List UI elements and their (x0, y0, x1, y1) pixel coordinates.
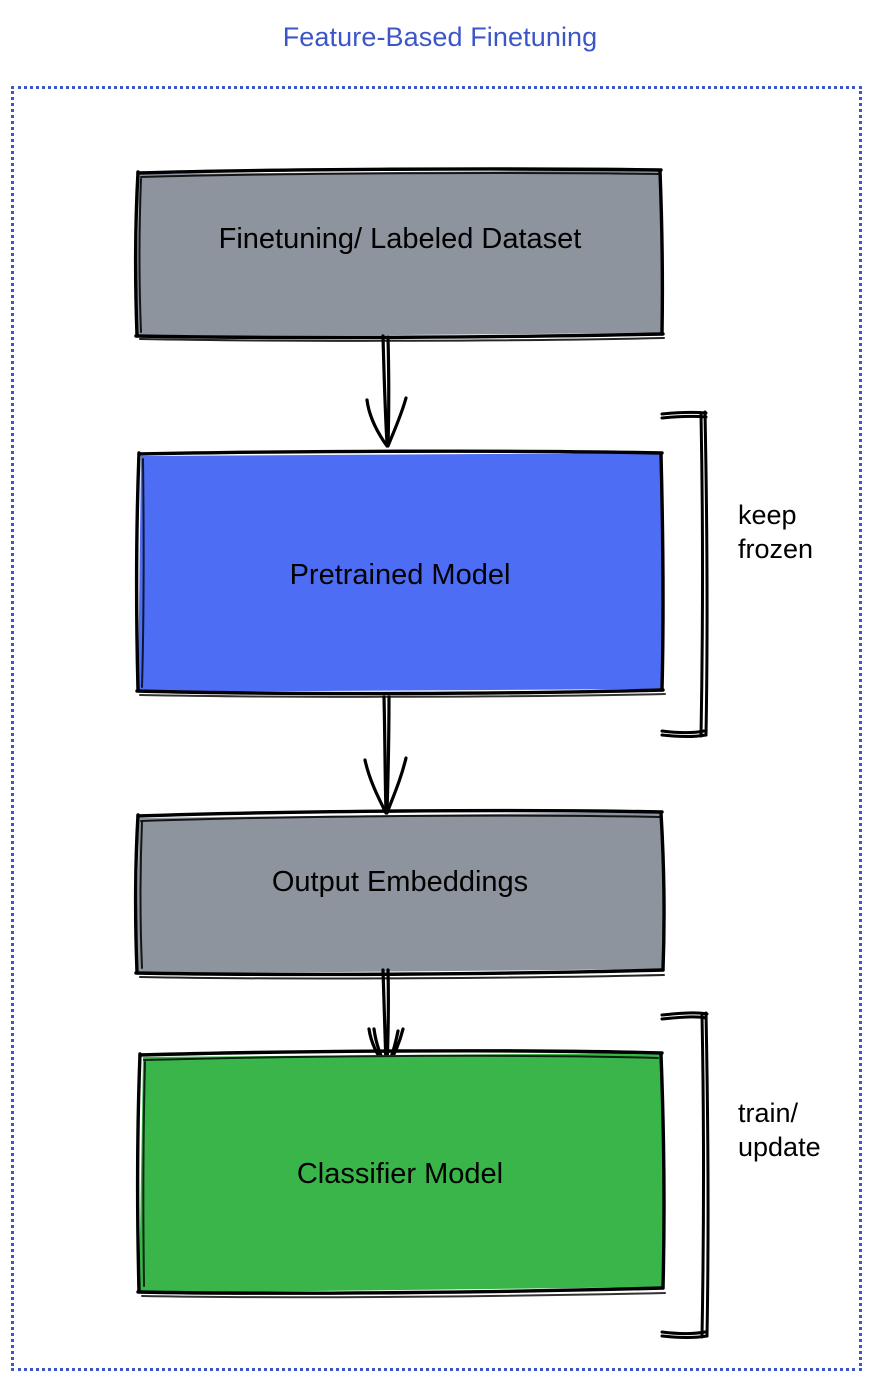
node-classifier[interactable]: Classifier Model (130, 1046, 670, 1299)
annotation-train-update-line1: train/ (738, 1098, 799, 1128)
diagram-outer-frame (11, 86, 862, 1371)
annotation-keep-frozen-line2: frozen (738, 534, 814, 565)
node-dataset-label: Finetuning/ Labeled Dataset (218, 223, 582, 255)
annotation-train-update-line2: update (738, 1132, 821, 1163)
node-embeddings[interactable]: Output Embeddings (130, 806, 670, 981)
node-pretrained-label: Pretrained Model (289, 559, 511, 591)
annotation-keep-frozen-line1: keep (738, 500, 797, 530)
node-embeddings-label: Output Embeddings (271, 866, 529, 898)
annotation-keep-frozen: keep frozen (738, 498, 813, 566)
node-dataset[interactable]: Finetuning/ Labeled Dataset (130, 165, 670, 343)
annotation-train-update: train/update (738, 1096, 821, 1164)
node-pretrained[interactable]: Pretrained Model (130, 446, 670, 698)
node-classifier-label: Classifier Model (296, 1158, 504, 1190)
page-title: Feature-Based Finetuning (282, 22, 598, 52)
